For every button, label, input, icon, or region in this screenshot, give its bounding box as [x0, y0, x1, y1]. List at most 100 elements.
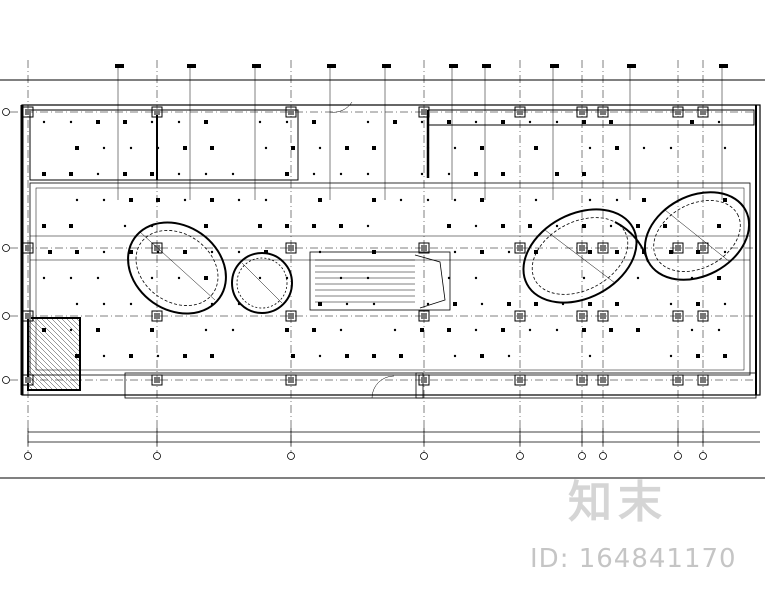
column-post — [514, 106, 526, 118]
hatch-line — [35, 317, 81, 363]
ceiling-light — [582, 120, 586, 124]
column-core — [25, 313, 31, 319]
ceiling-downlight — [339, 276, 343, 280]
column-core — [700, 109, 706, 115]
column-post — [151, 374, 163, 386]
ceiling-downlight — [102, 354, 106, 358]
ceiling-light — [204, 120, 208, 124]
leader-tag — [327, 64, 336, 68]
ceiling-light — [129, 250, 133, 254]
ceiling-light — [696, 250, 700, 254]
column-core — [154, 313, 160, 319]
grid-bubble — [153, 452, 161, 460]
ceiling-downlight — [204, 328, 208, 332]
ceiling-downlight — [210, 302, 214, 306]
stair-block — [309, 251, 451, 311]
leader-tag — [382, 64, 391, 68]
column-post — [697, 310, 709, 322]
ceiling-downlight — [318, 146, 322, 150]
ceiling-light — [696, 302, 700, 306]
ceiling-downlight — [339, 172, 343, 176]
ceiling-downlight — [690, 328, 694, 332]
column-post — [514, 242, 526, 254]
ceiling-light — [42, 328, 46, 332]
ceiling-light — [399, 354, 403, 358]
ceiling-downlight — [231, 172, 235, 176]
ceiling-downlight — [588, 146, 592, 150]
ceiling-downlight — [507, 354, 511, 358]
hatch-line — [30, 317, 81, 368]
grid-bubble — [2, 376, 10, 384]
hatch-line — [45, 317, 81, 353]
column-post — [597, 374, 609, 386]
ceiling-downlight — [690, 276, 694, 280]
ceiling-downlight — [582, 276, 586, 280]
column-post — [22, 374, 34, 386]
ceiling-downlight — [447, 276, 451, 280]
ceiling-light — [285, 172, 289, 176]
hatched-room — [27, 317, 81, 391]
ceiling-light — [129, 198, 133, 202]
hatch-line — [27, 384, 34, 391]
column-core — [25, 377, 31, 383]
ceiling-light — [588, 302, 592, 306]
ceiling-downlight — [453, 250, 457, 254]
ceiling-downlight — [285, 276, 289, 280]
leader-tag — [449, 64, 458, 68]
grid-bubble — [2, 108, 10, 116]
hatch-line — [27, 334, 81, 388]
column-post — [697, 374, 709, 386]
ceiling-downlight — [129, 302, 133, 306]
ceiling-light — [420, 328, 424, 332]
column-core — [675, 377, 681, 383]
hatch-line — [27, 349, 69, 391]
ceiling-downlight — [366, 224, 370, 228]
column-core — [700, 313, 706, 319]
column-core — [700, 377, 706, 383]
ceiling-downlight — [150, 276, 154, 280]
column-post — [285, 242, 297, 254]
ceiling-light — [696, 354, 700, 358]
grid-bubble — [674, 452, 682, 460]
ceiling-light — [183, 354, 187, 358]
ceiling-downlight — [156, 250, 160, 254]
ceiling-light — [312, 328, 316, 332]
ceiling-downlight — [717, 328, 721, 332]
ceiling-light — [534, 250, 538, 254]
ceiling-downlight — [339, 328, 343, 332]
ceiling-light — [345, 354, 349, 358]
column-core — [288, 377, 294, 383]
column-core — [154, 377, 160, 383]
ceiling-light — [318, 302, 322, 306]
ceiling-downlight — [177, 120, 181, 124]
grid-bubble — [699, 452, 707, 460]
leader-tag — [550, 64, 559, 68]
ceiling-light — [123, 172, 127, 176]
ceiling-light — [723, 354, 727, 358]
column-core — [154, 245, 160, 251]
ceiling-downlight — [474, 224, 478, 228]
ceiling-light — [609, 120, 613, 124]
ceiling-light — [501, 172, 505, 176]
oval-ceiling-inner — [135, 230, 219, 306]
door-swing — [371, 375, 395, 399]
column-post — [576, 242, 588, 254]
ceiling-light — [42, 172, 46, 176]
column-post — [418, 242, 430, 254]
ceiling-light — [372, 146, 376, 150]
ceiling-downlight — [393, 328, 397, 332]
hatch-line — [65, 317, 81, 333]
ceiling-light — [474, 172, 478, 176]
ceiling-light — [636, 328, 640, 332]
ceiling-light — [285, 224, 289, 228]
corridor-outline — [29, 182, 751, 376]
oval-diagonal — [664, 209, 731, 263]
column-core — [600, 245, 606, 251]
hatch-line — [70, 317, 81, 328]
column-core — [25, 245, 31, 251]
ceiling-light — [501, 328, 505, 332]
ceiling-light — [312, 120, 316, 124]
ceiling-downlight — [312, 172, 316, 176]
ceiling-downlight — [420, 172, 424, 176]
ceiling-downlight — [528, 120, 532, 124]
